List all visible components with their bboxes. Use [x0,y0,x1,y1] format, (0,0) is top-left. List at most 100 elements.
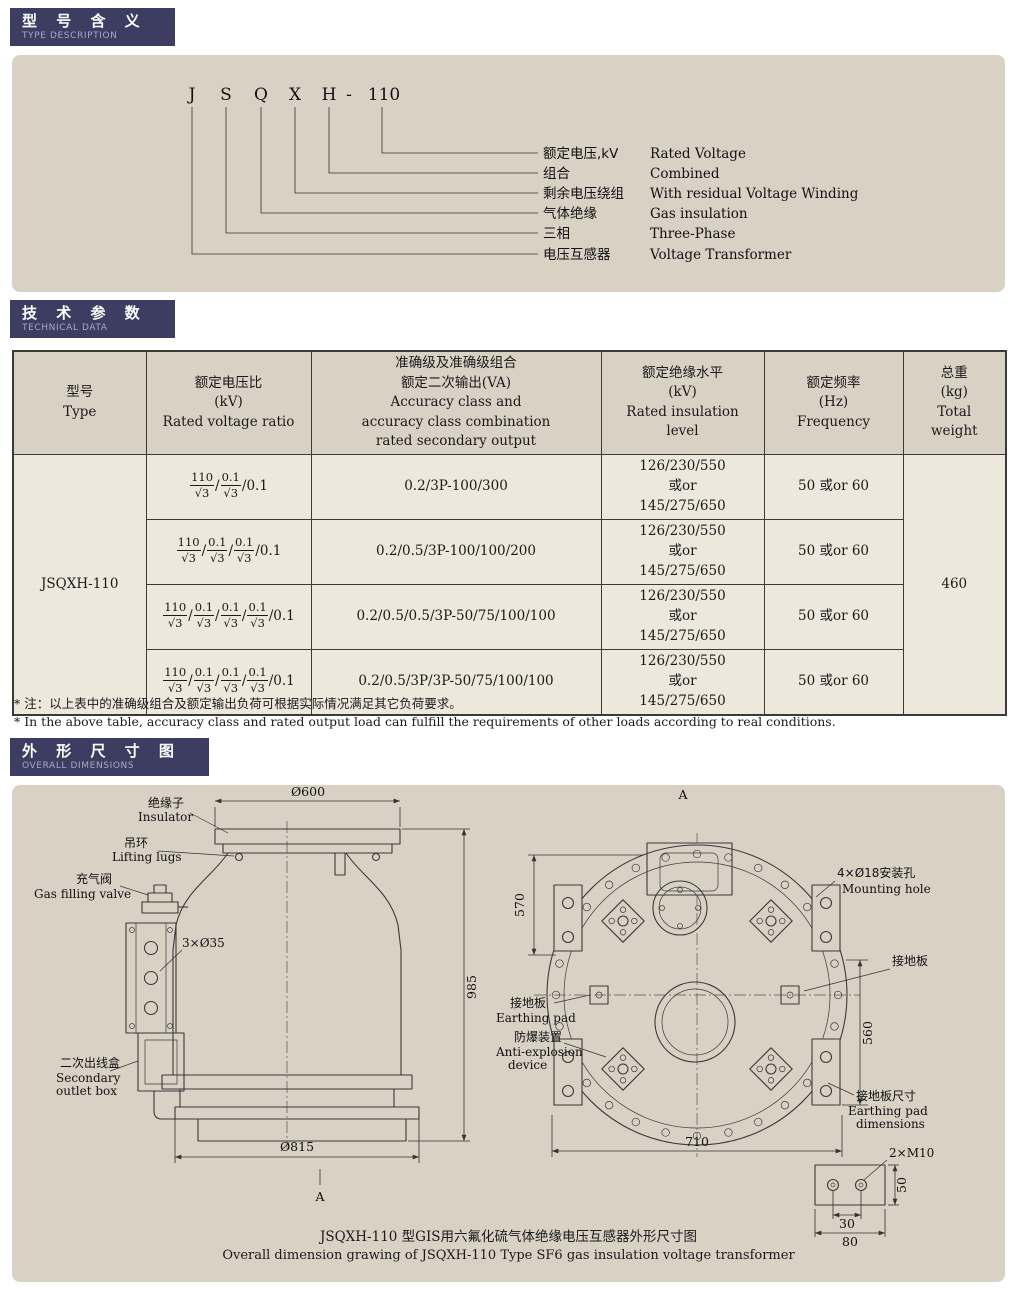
type-description-panel: J S Q X H - 110 额定电压,kV Rated Voltage 组合 [12,55,1005,292]
label-anti-explosion-en1: Anti-explosion [495,1045,583,1059]
footnote-en: * In the above table, accuracy class and… [14,713,836,729]
meaning-en: Rated Voltage [650,146,746,162]
section-mark-a: A [677,787,688,802]
type-designation-diagram: J S Q X H - 110 额定电压,kV Rated Voltage 组合 [187,85,859,263]
meaning-zh: 三相 [543,226,570,242]
label-gas-valve-zh: 充气阀 [76,871,112,886]
dim-right: 560 [860,1021,875,1045]
label-earthing-pad-right: 接地板 [892,953,928,968]
caption-zh: JSQXH-110 型GIS用六氟化硫气体绝缘电压互感器外形尺寸图 [319,1229,698,1245]
caption-en: Overall dimension grawing of JSQXH-110 T… [222,1248,795,1263]
label-detail-thread: 2×M10 [889,1146,934,1160]
label-pad-dimensions-en1: Earthing pad [848,1104,928,1118]
label-insulator-en: Insulator [138,810,193,824]
label-mounting-hole-en: Mounting hole [842,882,931,896]
designation-connector-lines [191,107,538,255]
cell-voltage-ratio: 110√3/0.1√3/0.1 [145,453,312,520]
designation-meanings: 额定电压,kV Rated Voltage 组合 Combined 剩余电压绕组… [543,146,859,263]
dim-detail-outer: 80 [842,1234,858,1249]
section-header-overall-dimensions: 外 形 尺 寸 图 OVERALL DIMENSIONS [10,738,209,776]
cell-accuracy: 0.2/3P-100/300 [310,453,602,520]
label-earthing-pad-en: Earthing pad [496,1011,576,1025]
dim-height: 985 [464,975,479,999]
dim-bottom: 710 [685,1134,709,1149]
label-outlet-box-en1: Secondary [56,1071,121,1085]
meaning-zh: 剩余电压绕组 [543,185,624,202]
table-row: 110√3/0.1√3/0.1√3/0.1√3/0.1 0.2/0.5/0.5/… [13,583,1006,650]
label-insulator-zh: 绝缘子 [148,795,184,810]
cell-frequency: 50 或or 60 [763,583,904,650]
meaning-zh: 电压互感器 [543,246,611,263]
side-view-drawing: Ø600 985 Ø815 A 绝缘子 Insulator 吊环 Lifting… [34,785,479,1204]
label-anti-explosion-en2: device [508,1058,547,1072]
section-header-technical-data: 技 术 参 数 TECHNICAL DATA [10,300,175,338]
designation-code: J S Q X H - 110 [187,85,401,105]
meaning-zh: 组合 [543,166,571,182]
col-header-frequency: 额定频率(Hz)Frequency [763,350,904,455]
label-outlet-box-en2: outlet box [56,1084,117,1098]
transformer-body-outline [161,828,420,1142]
code-letter: J [187,85,196,105]
label-anti-explosion-zh: 防爆装置 [514,1029,562,1044]
cell-voltage-ratio: 110√3/0.1√3/0.1√3/0.1√3/0.1 [145,648,312,716]
cell-type-value: JSQXH-110 [12,453,147,716]
meaning-en: Combined [650,166,720,182]
label-gas-valve-en: Gas filling valve [34,887,131,901]
meaning-en: With residual Voltage Winding [650,186,859,202]
table-row: 110√3/0.1√3/0.1√3/0.1√3/0.1 0.2/0.5/3P/3… [13,648,1006,716]
section-title-en: OVERALL DIMENSIONS [22,761,135,771]
code-letter: X [289,85,302,105]
section-mark-a: A [314,1189,325,1204]
secondary-outlet-box [137,1032,198,1120]
cell-accuracy: 0.2/0.5/3P-100/100/200 [310,518,602,585]
label-pad-dimensions-en2: dimensions [856,1117,925,1131]
cell-voltage-ratio: 110√3/0.1√3/0.1√3/0.1√3/0.1 [145,583,312,650]
code-letter: Q [254,85,268,105]
cell-accuracy: 0.2/0.5/3P/3P-50/75/100/100 [310,648,602,716]
cell-frequency: 50 或or 60 [763,518,904,585]
cell-accuracy: 0.2/0.5/0.5/3P-50/75/100/100 [310,583,602,650]
code-letter: S [220,85,232,105]
dim-bottom-diameter: Ø815 [280,1139,314,1154]
label-pad-dimensions-zh: 接地板尺寸 [856,1088,916,1103]
code-separator: - [346,85,352,105]
overall-dimensions-panel: Ø600 985 Ø815 A 绝缘子 Insulator 吊环 Lifting… [12,785,1005,1282]
mounting-brackets [553,884,841,1106]
code-letter: H [322,85,337,105]
cell-total-weight: 460 [902,453,1007,716]
label-lifting-lugs-zh: 吊环 [124,836,148,850]
section-title-en: TYPE DESCRIPTION [22,31,118,41]
table-footnotes: * 注：以上表中的准确级组合及额定输出负荷可根据实际情况满足其它负荷要求。 * … [14,695,1004,730]
table-row: JSQXH-110 110√3/0.1√3/0.1 0.2/3P-100/300… [12,453,1007,716]
side-view-labels: 绝缘子 Insulator 吊环 Lifting lugs 充气阀 Gas fi… [34,795,235,1098]
dim-top-diameter: Ø600 [291,785,325,799]
section-title-zh: 外 形 尺 寸 图 [22,742,181,760]
col-header-voltage-ratio: 额定电压比(kV)Rated voltage ratio [145,350,312,455]
label-earthing-pad-zh: 接地板 [510,995,546,1010]
meaning-zh: 额定电压,kV [543,146,619,162]
dim-detail-inner: 30 [839,1216,855,1231]
footnote-zh: * 注：以上表中的准确级组合及额定输出负荷可根据实际情况满足其它负荷要求。 [14,696,462,711]
top-view-dimensions: 570 560 710 [512,854,875,1157]
meaning-en: Gas insulation [650,206,748,222]
meaning-en: Voltage Transformer [649,247,792,263]
code-number: 110 [368,85,400,105]
cell-voltage-ratio: 110√3/0.1√3/0.1√3/0.1 [145,518,312,585]
top-flange-outline [546,842,848,1146]
dim-left: 570 [512,893,527,917]
section-title-zh: 型 号 含 义 [22,12,147,30]
cell-frequency: 50 或or 60 [763,453,904,520]
meaning-en: Three-Phase [650,226,735,242]
top-view-labels: 4×Ø18安装孔 Mounting hole 接地板 接地板 Earthing … [495,865,931,1131]
section-title-zh: 技 术 参 数 [22,304,147,322]
